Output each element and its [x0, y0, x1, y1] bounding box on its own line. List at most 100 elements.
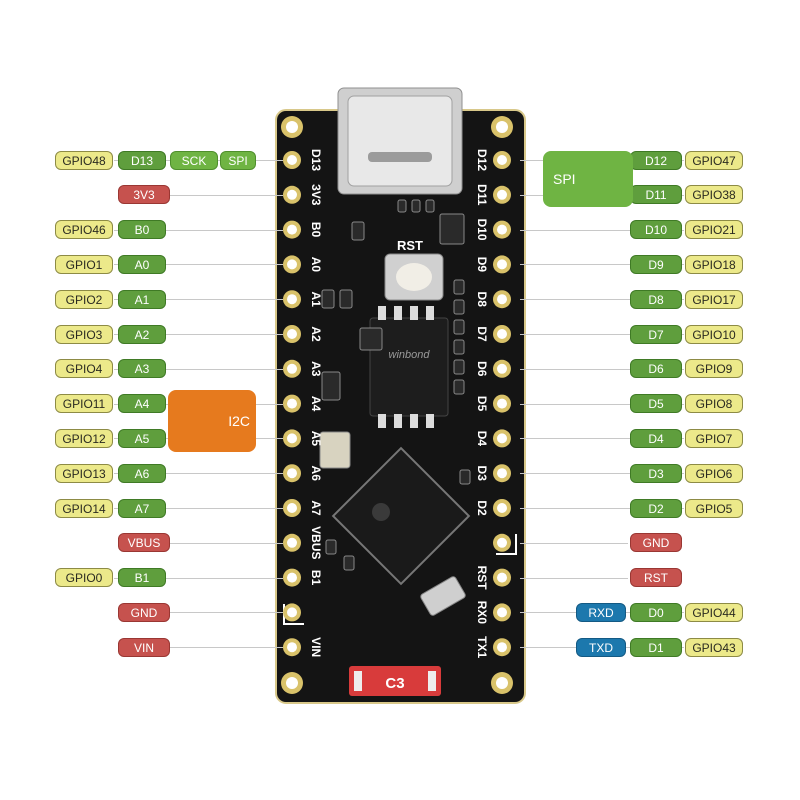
- smd-component: [453, 339, 465, 355]
- gpio-label: GPIO18: [685, 254, 743, 274]
- gpio-label: GPIO12: [55, 428, 113, 448]
- header-pin-hole: [497, 294, 507, 305]
- header-pin-hole: [287, 503, 297, 513]
- pin-label: A2: [118, 324, 166, 344]
- pin-label: A6: [118, 463, 166, 483]
- pin-label: A5: [118, 428, 166, 448]
- header-pin-hole: [287, 259, 297, 270]
- leader-line: [170, 647, 283, 649]
- gpio-label: GPIO6: [685, 463, 743, 483]
- leader-line: [114, 264, 283, 266]
- pin-label: D13: [118, 150, 166, 170]
- gpio-label: GPIO14: [55, 498, 113, 518]
- header-pin-hole: [497, 155, 507, 165]
- header-pins: [283, 151, 511, 657]
- smd-component: [453, 279, 465, 295]
- leader-line: [114, 334, 283, 335]
- gpio-label: GPIO5: [685, 498, 743, 518]
- header-pin-hole: [287, 189, 297, 200]
- gpio-label: GPIO7: [685, 428, 743, 448]
- leader-line: [520, 368, 684, 370]
- leader-line: [520, 542, 628, 544]
- gpio-label: GPIO43: [685, 637, 743, 657]
- pin-label: D6: [630, 359, 682, 379]
- header-pin-hole: [497, 642, 507, 653]
- leader-line: [520, 264, 684, 266]
- pin-label: A3: [118, 359, 166, 379]
- pin-label: D8: [630, 289, 682, 309]
- small-crystal: [319, 431, 351, 469]
- header-pin-hole: [287, 433, 297, 444]
- gpio-label: GPIO10: [685, 324, 743, 344]
- power-label: GND: [630, 533, 682, 553]
- header-pin-hole: [497, 398, 507, 409]
- smd-component: [325, 539, 337, 555]
- header-pin-hole: [287, 398, 297, 409]
- leader-line: [520, 299, 684, 301]
- header-pin-hole: [497, 363, 507, 374]
- smd-component: [343, 555, 355, 571]
- gpio-label: GPIO3: [55, 324, 113, 344]
- power-label: 3V3: [118, 185, 170, 205]
- smd-component: [453, 319, 465, 335]
- leader-line: [520, 229, 684, 231]
- gpio-label: GPIO13: [55, 463, 113, 483]
- function-label: RXD: [576, 602, 626, 622]
- smd-component: [411, 199, 421, 213]
- header-pin-hole: [287, 537, 297, 548]
- pin-label: D0: [630, 602, 682, 622]
- leader-line: [114, 577, 283, 579]
- gpio-label: GPIO2: [55, 289, 113, 309]
- power-label: GND: [118, 602, 170, 622]
- smd-component: [321, 289, 335, 309]
- smd-component: [439, 213, 465, 245]
- spi-right-group-label: SPI: [543, 151, 633, 207]
- leader-line: [520, 577, 628, 579]
- smd-component: [351, 221, 365, 241]
- crystal: [420, 576, 466, 616]
- gpio-label: GPIO48: [55, 150, 113, 170]
- leader-line: [520, 334, 684, 335]
- leader-line: [170, 612, 283, 614]
- leader-line: [520, 403, 684, 405]
- header-pin-hole: [497, 537, 507, 548]
- header-pin-hole: [497, 468, 507, 479]
- gpio-label: GPIO44: [685, 602, 743, 622]
- header-pin-hole: [497, 572, 507, 583]
- leader-line: [114, 299, 283, 301]
- power-label: VBUS: [118, 533, 170, 553]
- smd-component: [339, 289, 353, 309]
- smd-component: [453, 379, 465, 395]
- spi-group-label: SPI: [220, 150, 256, 170]
- leader-line: [114, 229, 283, 231]
- header-pin-hole: [497, 433, 507, 444]
- smd-component: [359, 327, 383, 351]
- leader-line: [520, 508, 684, 509]
- pin-label: D5: [630, 394, 682, 414]
- pin-label: A0: [118, 254, 166, 274]
- header-pin-hole: [287, 363, 297, 374]
- c3-tag: [349, 666, 441, 696]
- gpio-label: GPIO9: [685, 359, 743, 379]
- header-pin-hole: [497, 329, 507, 339]
- header-pin-hole: [287, 294, 297, 305]
- leader-line: [520, 438, 684, 440]
- pin-label: A4: [118, 394, 166, 414]
- pin-label: A7: [118, 498, 166, 518]
- header-pin-hole: [287, 572, 297, 583]
- pin-label: D3: [630, 463, 682, 483]
- gpio-label: GPIO46: [55, 220, 113, 240]
- smd-component: [425, 199, 435, 213]
- leader-line: [114, 368, 283, 370]
- header-pin-hole: [497, 503, 507, 513]
- function-label: TXD: [576, 637, 626, 657]
- function-label: SCK: [170, 150, 218, 170]
- gpio-label: GPIO0: [55, 568, 113, 588]
- pin-label: D11: [630, 185, 682, 205]
- gpio-label: GPIO4: [55, 359, 113, 379]
- i2c-text: I2C: [228, 413, 250, 429]
- smd-component: [459, 469, 471, 485]
- header-pin-hole: [287, 468, 297, 479]
- pin-label: D12: [630, 150, 682, 170]
- header-pin-hole: [287, 155, 297, 165]
